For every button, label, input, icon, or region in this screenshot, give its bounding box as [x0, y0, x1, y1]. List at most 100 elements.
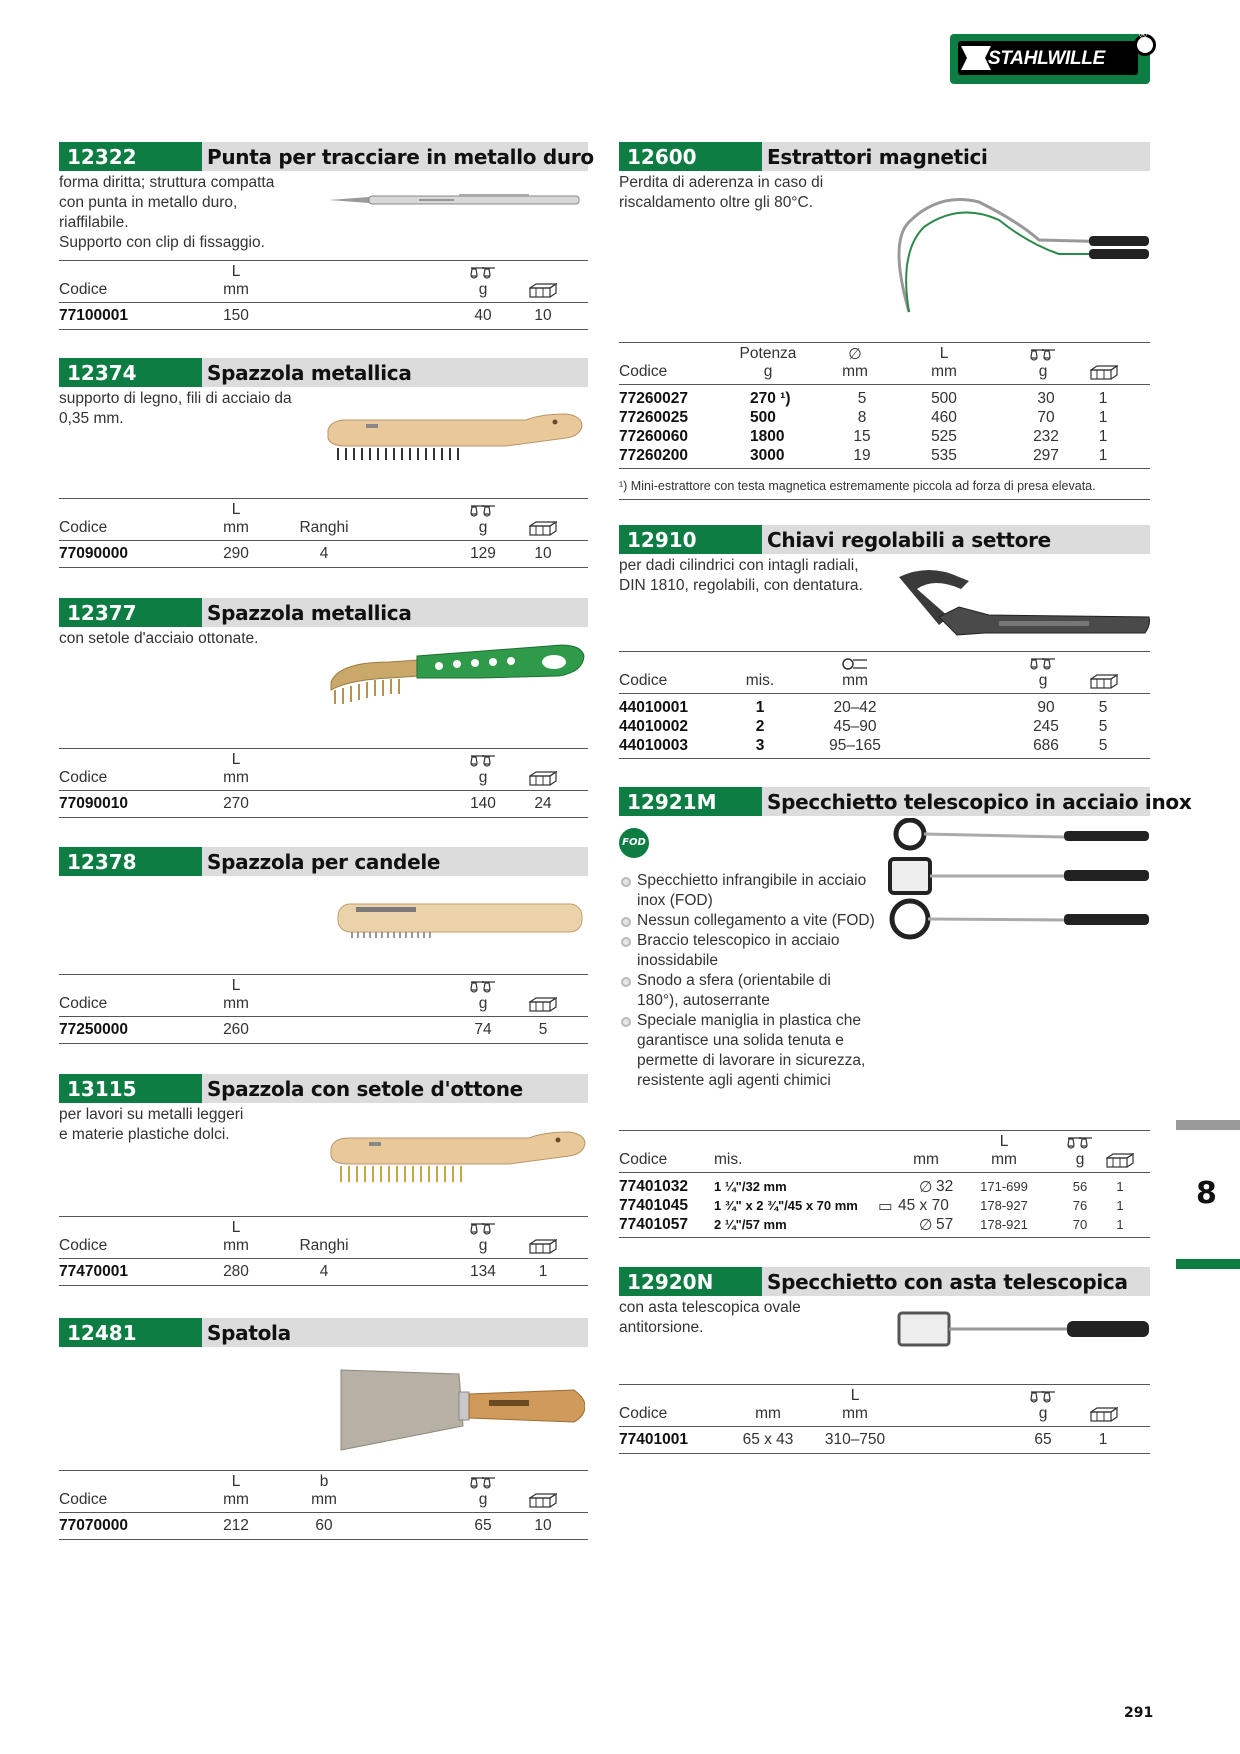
col-codice: Codice [619, 1151, 668, 1168]
col-L-mm: mm [931, 363, 957, 380]
chapter-number: 8 [1196, 1176, 1217, 1211]
brass-brush-image [330, 644, 585, 704]
product-header: 12374 Spazzola metallica [59, 358, 588, 387]
desc-line: Supporto con clip di fissaggio. [59, 234, 265, 251]
cell-g: 134 [470, 1263, 496, 1280]
col-b: b [319, 1473, 329, 1490]
product-description: con asta telescopica ovale antitorsione. [619, 1298, 801, 1338]
table-row: 77470001 280 4 134 1 [59, 1259, 588, 1285]
cell-L: 212 [223, 1517, 249, 1534]
table-row: 77090010 270 140 24 [59, 791, 588, 817]
product-12322: 12322 Punta per tracciare in metallo dur… [59, 142, 594, 332]
cell-potenza: 1800 [750, 428, 785, 445]
bullet-icon [621, 1017, 631, 1027]
wire-brush-image [327, 413, 583, 460]
cell-g: 65 [474, 1517, 492, 1534]
cell-code: 77401001 [619, 1431, 688, 1448]
cell-L: 178-927 [980, 1198, 1028, 1213]
col-g: g [1038, 363, 1048, 380]
weight-scale-icon [470, 980, 496, 994]
logo-registered-mark: ® [1138, 30, 1148, 41]
cell-g: 76 [1072, 1198, 1088, 1213]
cell-range: 20–42 [833, 699, 877, 716]
cell-g: 30 [1037, 390, 1055, 407]
product-12374: 12374 Spazzola metallica supporto di leg… [59, 358, 588, 574]
col-codice: Codice [619, 672, 668, 689]
table-row: 77090000 290 4 129 10 [59, 541, 588, 567]
spatula-image [340, 1369, 585, 1451]
col-codice: Codice [59, 281, 108, 298]
cell-pack: 5 [538, 1021, 548, 1038]
weight-scale-icon [1030, 348, 1056, 362]
cell-diameter: 19 [853, 447, 871, 464]
col-g: g [478, 995, 488, 1012]
product-table: Codice Potenza g ∅ mm L mm g 77260027 27… [619, 342, 1150, 469]
col-ranghi: Ranghi [299, 1237, 349, 1254]
table-row: 77401057 2 ¼"/57 mm ∅ 57 178-921 70 1 [619, 1215, 1150, 1237]
cell-g: 40 [474, 307, 492, 324]
col-mm-b: mm [311, 1491, 337, 1508]
bullet-icon [621, 977, 631, 987]
desc-line: antitorsione. [619, 1319, 704, 1336]
product-code: 12374 [59, 358, 202, 387]
cell-g: 70 [1037, 409, 1055, 426]
cell-pack: 1 [1098, 428, 1108, 445]
round-mirror-icon: ∅ [919, 1179, 933, 1196]
col-codice: Codice [59, 1491, 108, 1508]
cell-g: 90 [1037, 699, 1055, 716]
product-code: 12377 [59, 598, 202, 627]
product-code: 13115 [59, 1074, 202, 1103]
desc-line: Perdita di aderenza in caso di [619, 174, 824, 191]
cell-code: 44010003 [619, 737, 688, 754]
product-table: Codice L mm Ranghi g 77470001 280 4 134 … [59, 1216, 588, 1286]
col-L: L [231, 751, 241, 768]
cell-pack: 1 [1098, 1431, 1108, 1448]
product-header: 12910 Chiavi regolabili a settore [619, 525, 1150, 554]
cell-pack: 10 [534, 307, 552, 324]
page-number: 291 [1124, 1705, 1154, 1721]
col-g: g [478, 1237, 488, 1254]
product-title: Spazzola con setole d'ottone [207, 1077, 523, 1101]
cell-pack: 5 [1098, 737, 1108, 754]
cell-pack: 1 [538, 1263, 548, 1280]
telescopic-mirrors-image [888, 818, 1149, 940]
col-g: g [478, 769, 488, 786]
cell-potenza: 500 [750, 409, 776, 426]
packaging-box-icon [1090, 365, 1118, 380]
cell-code: 44010002 [619, 718, 688, 735]
product-table: Codice L mm g 77250000 260 74 5 [59, 974, 588, 1044]
cell-code: 77090010 [59, 795, 128, 812]
product-13115: 13115 Spazzola con setole d'ottone per l… [59, 1074, 588, 1294]
col-L: L [231, 977, 241, 994]
cell-pack: 1 [1116, 1179, 1124, 1194]
cell-code: 77250000 [59, 1021, 128, 1038]
cell-mis: 2 [755, 718, 765, 735]
cell-mis: 1 ¼"/32 mm [714, 1179, 787, 1194]
desc-line: forma diritta; struttura compatta [59, 174, 275, 191]
weight-scale-icon [470, 1476, 496, 1490]
cell-L: 178-921 [980, 1217, 1028, 1232]
product-title: Chiavi regolabili a settore [767, 528, 1051, 552]
product-table: Codice mm L mm g 77401001 65 x 43 310–75… [619, 1384, 1150, 1454]
col-diameter: ∅ [848, 346, 862, 363]
cell-L: 280 [223, 1263, 249, 1280]
cell-g: 686 [1033, 737, 1059, 754]
table-row: 77401045 1 ¾" x 2 ¾"/45 x 70 mm ▭ 45 x 7… [619, 1196, 1150, 1215]
cell-code: 77260027 [619, 390, 688, 407]
product-table: Codice L mm Ranghi g 77090000 290 4 129 … [59, 498, 588, 568]
cell-g: 70 [1072, 1217, 1088, 1232]
cell-code: 77070000 [59, 1517, 128, 1534]
cell-L: 290 [223, 545, 249, 562]
product-table: Codice mis. mm g 44010001 1 20–42 90 5 4… [619, 651, 1150, 759]
col-mm: mm [223, 995, 249, 1012]
cell-L: 460 [931, 409, 957, 426]
col-L: L [231, 263, 241, 280]
product-code: 12378 [59, 847, 202, 876]
cell-L: 535 [931, 447, 957, 464]
col-g: g [1075, 1151, 1085, 1168]
cell-pack: 10 [534, 545, 552, 562]
cell-dim: 32 [936, 1178, 954, 1195]
product-code: 12921M [619, 787, 762, 816]
